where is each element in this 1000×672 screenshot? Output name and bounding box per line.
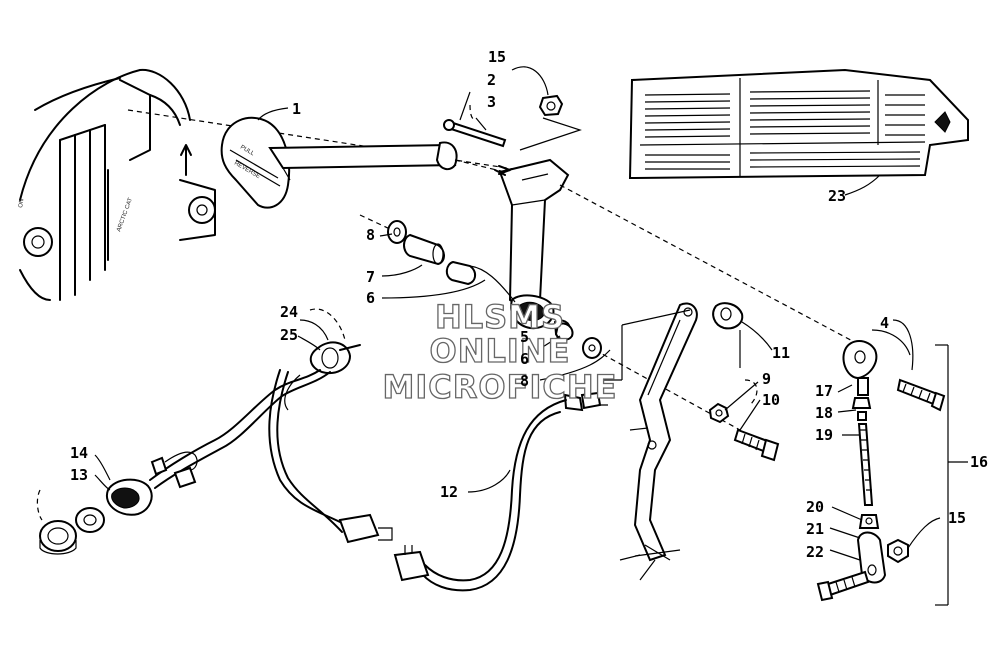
callout-19: 19	[815, 426, 833, 444]
callout-3: 3	[487, 93, 496, 111]
callout-17: 17	[815, 382, 833, 400]
washer-bushing-stack-upper	[359, 214, 516, 303]
washer-bushing-stack-lower	[554, 322, 602, 359]
svg-text:ARCTIC CAT: ARCTIC CAT	[116, 197, 134, 233]
lock-washer-and-bolt	[708, 379, 780, 462]
callout-8-upper: 8	[366, 226, 375, 244]
callout-12: 12	[440, 483, 458, 501]
callout-15-top: 15	[488, 48, 506, 66]
callout-4: 4	[880, 314, 889, 332]
callout-18: 18	[815, 404, 833, 422]
decal-text-lines	[644, 90, 925, 170]
leader-lines	[94, 66, 911, 561]
svg-text:ON: ON	[18, 198, 25, 208]
callout-13: 13	[70, 466, 88, 484]
bolt-and-cotter-pin	[443, 104, 507, 148]
watermark-line-3: MICROFICHE	[383, 368, 618, 406]
callout-14: 14	[70, 444, 88, 462]
callout-6-lower: 6	[520, 350, 529, 368]
reverse-lever-handle: PULL REVERSE	[220, 116, 458, 209]
callout-6-upper: 6	[366, 289, 375, 307]
callout-8-lower: 8	[520, 372, 529, 390]
callout-21: 21	[806, 520, 824, 538]
shift-linkage-arm	[600, 302, 698, 581]
callout-11: 11	[772, 344, 790, 362]
callout-20: 20	[806, 498, 824, 516]
callout-25: 25	[280, 326, 298, 344]
callout-24: 24	[280, 303, 298, 321]
callout-7: 7	[366, 268, 375, 286]
callout-5: 5	[520, 328, 529, 346]
shift-cable	[268, 369, 608, 592]
callout-2: 2	[487, 71, 496, 89]
callout-16: 16	[970, 453, 988, 471]
bushing-11	[712, 302, 773, 351]
callout-9: 9	[762, 370, 771, 388]
pivot-bracket	[454, 158, 572, 338]
wiring-harness	[36, 308, 361, 555]
callout-1: 1	[292, 100, 301, 118]
callout-23: 23	[828, 187, 846, 205]
callout-labels: 1 2 3 15 23 8 7 6 5 6 8 24 25 11 9 10 4 …	[70, 48, 988, 561]
callout-15-right: 15	[948, 509, 966, 527]
shift-rod-assembly	[816, 319, 968, 606]
callout-22: 22	[806, 543, 824, 561]
watermark: HLSMS ONLINE MICROFICHE	[382, 297, 618, 406]
lock-nut-top	[519, 94, 582, 151]
watermark-line-1: HLSMS	[435, 298, 565, 336]
warning-decal	[628, 68, 969, 196]
watermark-line-2: ONLINE	[430, 332, 571, 370]
callout-10: 10	[762, 391, 780, 409]
